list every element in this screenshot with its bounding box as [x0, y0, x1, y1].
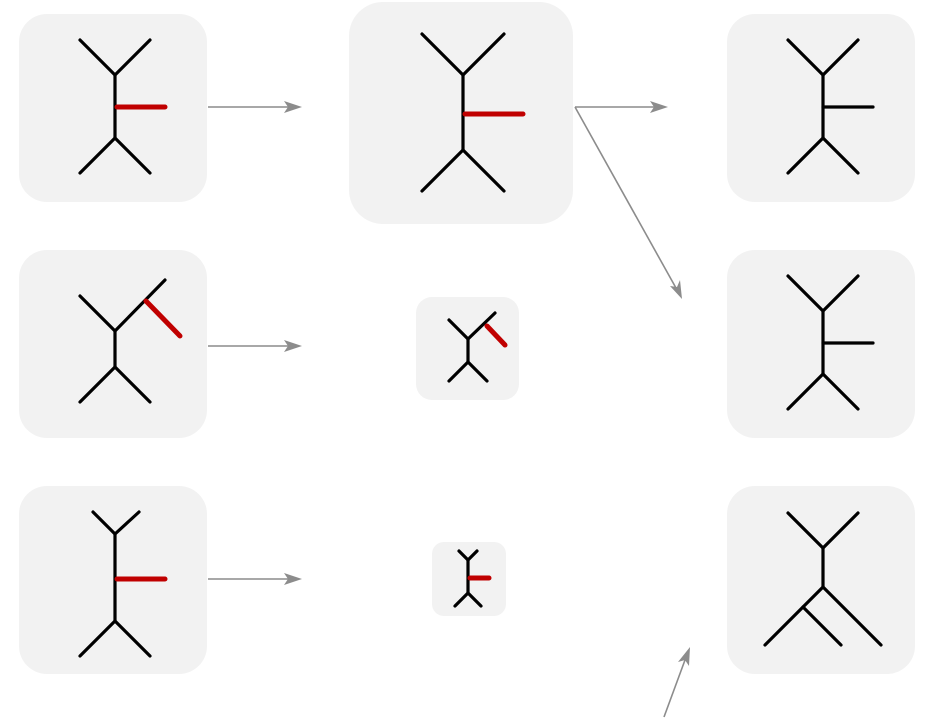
connector-arrow: [208, 340, 302, 352]
tree-glyph: [786, 274, 875, 411]
tree-glyph: [453, 549, 483, 608]
tree-glyph: [763, 511, 883, 647]
output-tree-3: [727, 486, 915, 674]
highlighted-branch: [143, 298, 183, 339]
input-tree-2: [19, 250, 207, 438]
connector-arrow: [575, 101, 668, 113]
connector-arrow: [663, 647, 690, 718]
connector-arrow: [574, 106, 682, 299]
highlighted-branch: [484, 323, 508, 348]
tile-background: [349, 2, 573, 224]
output-tree-2: [727, 250, 915, 438]
tile-background: [19, 486, 207, 674]
tile-background: [727, 250, 915, 438]
connector-arrow: [208, 573, 302, 585]
intermediate-tree-2: [416, 297, 519, 400]
tree-glyph: [447, 311, 497, 383]
intermediate-tree-1: [349, 2, 573, 224]
tree-glyph: [78, 278, 167, 404]
connector-arrow: [208, 101, 302, 113]
output-tree-1: [727, 14, 915, 202]
intermediate-tree-3: [432, 542, 506, 616]
tile-background: [19, 250, 207, 438]
tile-background: [727, 14, 915, 202]
tree-glyph: [78, 510, 152, 658]
tree-glyph: [786, 38, 875, 175]
tile-background: [727, 486, 915, 674]
input-tree-1: [19, 14, 207, 202]
input-tree-3: [19, 486, 207, 674]
tile-background: [19, 14, 207, 202]
